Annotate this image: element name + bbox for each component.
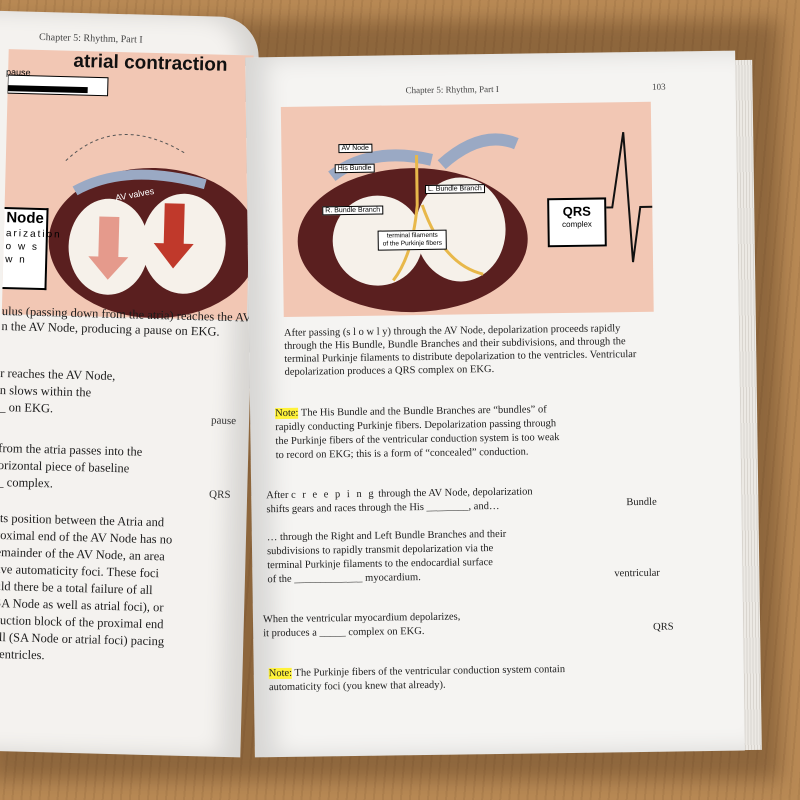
qrs-complex-box: QRS complex: [547, 197, 607, 248]
note2-line: Note: The Purkinje fibers of the ventric…: [268, 663, 566, 680]
atrial-heart-illustration: [7, 74, 254, 318]
left-frame2-line: orizontal piece of baseline: [0, 457, 130, 476]
node-box-line2: o w s: [5, 241, 40, 253]
note2-highlight: Note:: [268, 667, 293, 680]
right-frame3-line: When the ventricular myocardium depolari…: [262, 611, 461, 626]
note1-line: to record on EKG; this is a form of “con…: [275, 446, 529, 462]
right-page-header: Chapter 5: Rhythm, Part I: [405, 83, 499, 96]
left-page-header: Chapter 5: Rhythm, Part I: [38, 31, 143, 46]
left-frame2-line: from the atria passes into the: [0, 440, 143, 459]
left-frame3-line: emainder of the AV Node, an area: [0, 544, 165, 564]
left-frame3-line: ave automaticity foci. These foci: [0, 561, 160, 581]
node-box-title: Node: [6, 209, 45, 228]
left-frame3-line: uld there be a total failure of all: [0, 578, 153, 598]
node-box-line1: arization: [5, 228, 62, 241]
l-bundle-branch-label: L. Bundle Branch: [424, 184, 485, 194]
purkinje-label-line2: of the Purkinje fibers: [382, 239, 443, 248]
right-frame2-line: of the _____________ myocardium.: [267, 572, 421, 586]
qrs-box-title: QRS: [562, 203, 591, 220]
left-frame3-line: roximal end of the AV Node has no: [0, 527, 173, 547]
right-frame1-answer: Bundle: [626, 496, 657, 509]
purkinje-fibers-label: terminal filaments of the Purkinje fiber…: [377, 229, 448, 251]
frame1-text-c: through the AV Node, depolarization: [375, 486, 533, 500]
note1-text: The His Bundle and the Bundle Branches a…: [298, 404, 547, 419]
frame1-text-a: After: [266, 489, 292, 502]
atrial-contraction-figure: [1, 49, 254, 321]
left-frame2-line: _ complex.: [0, 474, 54, 491]
left-frame1-line: r reaches the AV Node,: [0, 365, 116, 384]
purkinje-label-line1: terminal filaments: [386, 231, 438, 240]
pause-label: pause: [5, 67, 31, 78]
left-frame3-line: duction block of the proximal end: [0, 612, 164, 632]
right-frame3-answer: QRS: [653, 621, 674, 633]
right-page: Chapter 5: Rhythm, Part I 103 AV Node Hi…: [245, 50, 745, 758]
left-frame2-answer: QRS: [208, 488, 231, 502]
right-frame2-line: terminal Purkinje filaments to the endoc…: [267, 557, 493, 572]
left-frame1-line: _ on EKG.: [0, 399, 54, 416]
note2-text: The Purkinje fibers of the ventricular c…: [291, 664, 566, 679]
right-frame2-answer: ventricular: [614, 567, 660, 580]
r-bundle-branch-label: R. Bundle Branch: [322, 205, 384, 216]
right-frame3-line: it produces a _____ complex on EKG.: [263, 626, 425, 640]
right-frame1-line: shifts gears and races through the His _…: [266, 500, 500, 516]
left-frame3-line: all (SA Node or atrial foci) pacing: [0, 629, 165, 649]
left-frame3-line: its position between the Atria and: [0, 510, 165, 530]
creeping-text: c r e e p i n g: [290, 488, 376, 501]
av-node-label: AV Node: [338, 143, 372, 154]
left-page: Chapter 5: Rhythm, Part I atrial contrac…: [0, 10, 260, 758]
node-box-line3: w n: [5, 254, 27, 266]
note2-line: automaticity foci (you knew that already…: [268, 679, 446, 694]
left-frame3-line: SA Node as well as atrial foci), or: [0, 595, 164, 615]
av-node-box: Node arization o w s w n: [2, 207, 62, 291]
his-bundle-label: His Bundle: [334, 163, 375, 174]
qrs-box-subtitle: complex: [562, 219, 592, 230]
left-frame1-line: n slows within the: [0, 382, 92, 400]
right-caption-line: depolarization produces a QRS complex on…: [284, 364, 495, 378]
left-frame3-line: ventricles.: [0, 646, 45, 663]
atrial-contraction-title: atrial contraction: [73, 50, 228, 76]
page-number: 103: [652, 81, 666, 92]
left-frame1-answer: pause: [210, 414, 237, 428]
note1-highlight: Note:: [275, 407, 299, 420]
